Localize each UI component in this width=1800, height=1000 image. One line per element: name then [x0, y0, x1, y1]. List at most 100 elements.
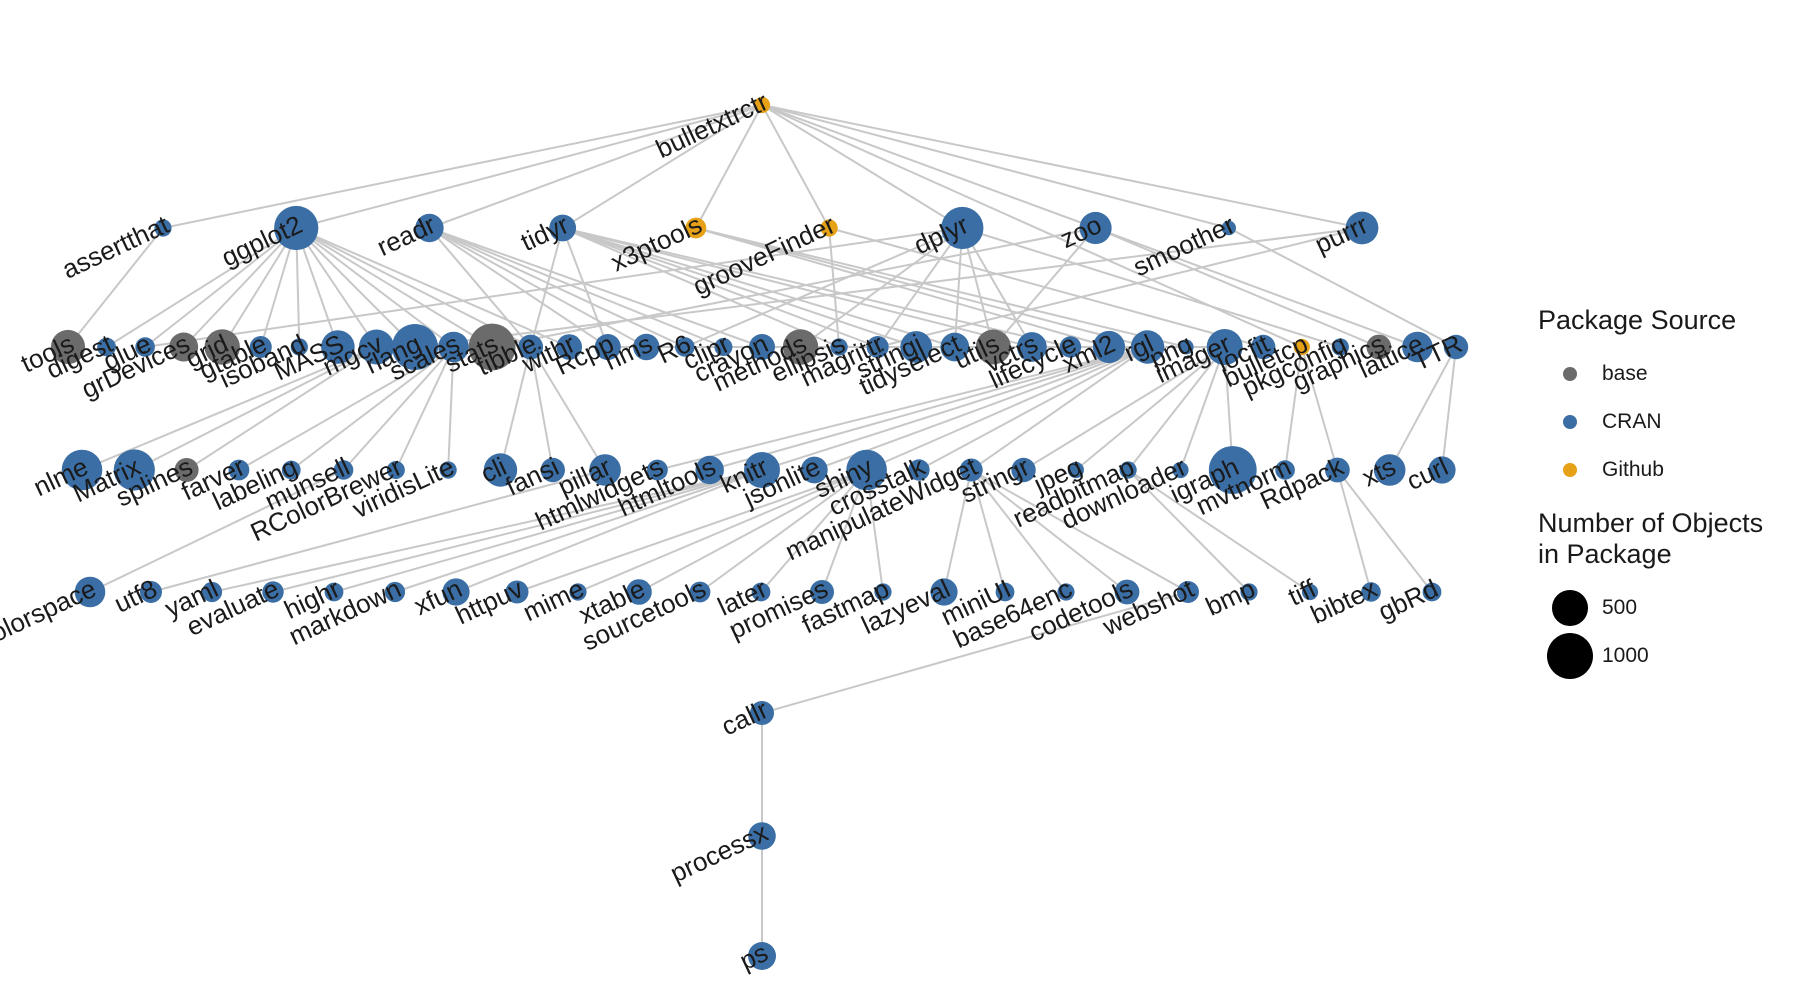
node-tiff[interactable]	[1301, 583, 1319, 601]
node-htmltools[interactable]	[695, 455, 724, 485]
node-stringr[interactable]	[1011, 457, 1036, 483]
node-highr[interactable]	[324, 582, 344, 602]
node-bulletxtrctr[interactable]	[753, 96, 771, 114]
node-Matrix[interactable]	[113, 449, 155, 491]
node-graphics[interactable]	[1366, 334, 1392, 360]
node-httpuv[interactable]	[505, 580, 529, 604]
node-viridisLite[interactable]	[439, 461, 457, 479]
node-R6[interactable]	[675, 337, 695, 357]
node-tidyr[interactable]	[549, 214, 577, 242]
node-stringi[interactable]	[900, 331, 933, 363]
node-pillar[interactable]	[589, 454, 621, 486]
node-utf8[interactable]	[140, 581, 162, 603]
node-knitr[interactable]	[744, 452, 780, 488]
node-farver[interactable]	[228, 459, 250, 481]
node-miniUI[interactable]	[995, 582, 1015, 602]
node-markdown[interactable]	[384, 581, 406, 603]
node-locfit[interactable]	[1251, 334, 1276, 360]
node-later[interactable]	[751, 582, 771, 602]
node-grooveFinder[interactable]	[820, 219, 838, 237]
node-utils[interactable]	[975, 329, 1011, 365]
node-methods[interactable]	[782, 329, 819, 365]
node-bmp[interactable]	[1240, 583, 1258, 601]
node-shiny[interactable]	[846, 449, 887, 491]
node-gtable[interactable]	[249, 336, 272, 358]
node-png[interactable]	[1178, 339, 1194, 355]
node-promises[interactable]	[810, 580, 834, 604]
node-jsonlite[interactable]	[800, 456, 828, 484]
node-colorspace[interactable]	[74, 576, 106, 608]
node-xtable[interactable]	[626, 579, 652, 605]
node-crosstalk[interactable]	[908, 459, 930, 481]
node-callr[interactable]	[750, 701, 774, 725]
node-curl[interactable]	[1428, 456, 1456, 484]
node-zoo[interactable]	[1079, 211, 1112, 245]
node-mime[interactable]	[569, 583, 587, 601]
node-tibble[interactable]	[518, 334, 544, 360]
node-dplyr[interactable]	[941, 206, 984, 250]
node-tools[interactable]	[50, 329, 86, 365]
node-grid[interactable]	[204, 329, 240, 365]
node-ggplot2[interactable]	[274, 205, 319, 251]
node-jpeg[interactable]	[1067, 461, 1084, 479]
node-pkgconfig[interactable]	[1331, 338, 1349, 356]
node-crayon[interactable]	[749, 334, 775, 360]
node-xml2[interactable]	[1092, 330, 1126, 364]
node-rgl[interactable]	[1130, 330, 1165, 364]
node-igraph[interactable]	[1208, 446, 1257, 494]
node-hms[interactable]	[633, 333, 660, 361]
node-glue[interactable]	[135, 337, 155, 357]
node-digest[interactable]	[97, 337, 116, 357]
node-ellipsis[interactable]	[830, 338, 848, 356]
node-fastmap[interactable]	[874, 583, 892, 601]
node-vctrs[interactable]	[1016, 332, 1047, 362]
node-fansi[interactable]	[540, 457, 565, 483]
node-withr[interactable]	[556, 334, 583, 360]
node-webshot[interactable]	[1177, 581, 1199, 603]
node-processx[interactable]	[748, 822, 776, 850]
node-downloader[interactable]	[1172, 461, 1189, 479]
node-bulletcp[interactable]	[1293, 338, 1310, 356]
node-readr[interactable]	[415, 213, 444, 243]
node-gbRd[interactable]	[1422, 582, 1442, 602]
node-RColorBrewer[interactable]	[386, 461, 405, 479]
node-labeling[interactable]	[281, 460, 301, 480]
node-yaml[interactable]	[201, 581, 223, 603]
node-readbitmap[interactable]	[1119, 461, 1137, 479]
node-xfun[interactable]	[442, 578, 470, 606]
node-clipr[interactable]	[714, 338, 733, 356]
node-MASS[interactable]	[321, 330, 355, 364]
node-tidyselect[interactable]	[940, 332, 970, 362]
node-Rdpack[interactable]	[1324, 457, 1350, 483]
node-codetools[interactable]	[1114, 579, 1140, 605]
node-lifecycle[interactable]	[1059, 336, 1082, 358]
node-mvtnorm[interactable]	[1275, 460, 1295, 480]
node-lattice[interactable]	[1402, 331, 1433, 363]
node-sourcetools[interactable]	[689, 581, 711, 603]
node-cli[interactable]	[483, 453, 518, 487]
node-munsell[interactable]	[333, 460, 354, 480]
node-smoother[interactable]	[1221, 220, 1236, 236]
node-evaluate[interactable]	[262, 581, 284, 603]
node-xts[interactable]	[1373, 454, 1406, 486]
node-Rcpp[interactable]	[594, 334, 621, 360]
node-splines[interactable]	[174, 458, 199, 482]
node-purrr[interactable]	[1345, 211, 1379, 245]
node-assertthat[interactable]	[154, 219, 172, 237]
node-stats[interactable]	[468, 323, 516, 371]
node-x3ptools[interactable]	[685, 217, 707, 239]
node-scales[interactable]	[438, 331, 469, 363]
node-isoband[interactable]	[290, 338, 308, 356]
node-nlme[interactable]	[61, 449, 103, 491]
node-TTR[interactable]	[1443, 334, 1469, 360]
node-bibtex[interactable]	[1361, 582, 1381, 602]
node-grDevices[interactable]	[169, 332, 199, 362]
node-magrittr[interactable]	[866, 336, 889, 358]
node-base64enc[interactable]	[1057, 583, 1075, 601]
node-ps[interactable]	[748, 942, 776, 970]
node-rlang[interactable]	[392, 324, 438, 370]
node-lazyeval[interactable]	[930, 578, 958, 606]
node-htmlwidgets[interactable]	[646, 459, 668, 481]
node-imager[interactable]	[1206, 329, 1243, 365]
node-manipulateWidget[interactable]	[959, 458, 983, 482]
